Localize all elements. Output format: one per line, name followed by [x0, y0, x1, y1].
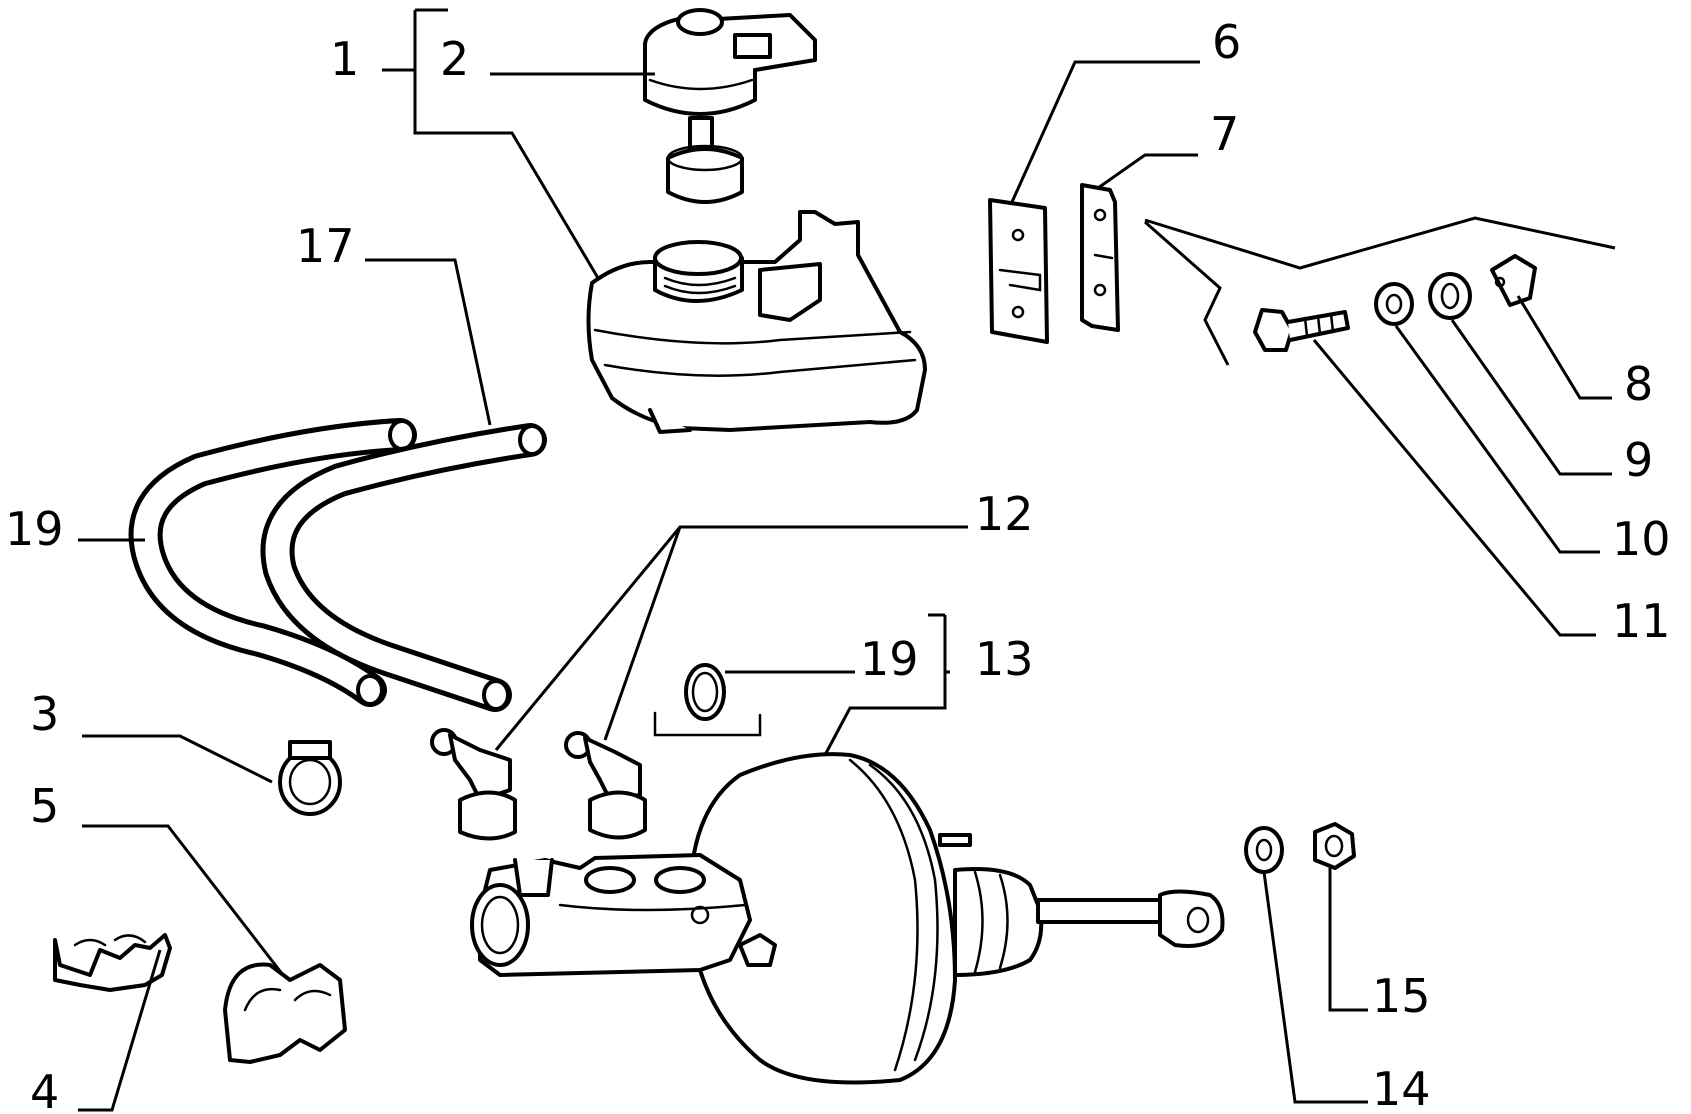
- callout-13: 13: [975, 632, 1034, 686]
- mounting-plate-7: [1080, 183, 1120, 332]
- pipe-clip-5: [223, 962, 347, 1064]
- washer-15: [1244, 826, 1284, 874]
- callout-12: 12: [975, 487, 1034, 541]
- callout-7: 7: [1210, 107, 1239, 161]
- master-cylinder: [470, 853, 777, 977]
- callout-labels: 1 2 6 7 17 8 9 10 11 19 12 19 13 3 5 4 1…: [5, 15, 1671, 1114]
- callout-6: 6: [1212, 15, 1241, 69]
- bolt-11: [1253, 308, 1350, 352]
- mounting-plate-6: [988, 198, 1049, 344]
- callout-2: 2: [440, 32, 469, 86]
- fitting-12-left: [430, 728, 517, 841]
- washer-9: [1428, 272, 1472, 320]
- washer-10: [1374, 282, 1414, 326]
- nut-14: [1313, 822, 1356, 870]
- hose-17: [260, 423, 547, 712]
- fitting-12-right: [564, 731, 647, 840]
- callout-11: 11: [1612, 594, 1671, 648]
- callout-5: 5: [30, 779, 59, 833]
- callout-14: 15: [1372, 969, 1431, 1023]
- brake-fluid-reservoir: [586, 210, 927, 434]
- callout-19: 19: [860, 632, 919, 686]
- callout-8: 8: [1624, 357, 1653, 411]
- hose-clamp-3: [278, 740, 342, 816]
- seal-ring-19: [653, 663, 762, 816]
- brake-booster: [688, 752, 1225, 1085]
- callout-17: 17: [296, 219, 355, 273]
- callout-18: 19: [5, 502, 64, 556]
- callout-4: 4: [30, 1065, 59, 1114]
- reservoir-cap-sensor: [643, 8, 817, 204]
- callout-10: 10: [1612, 512, 1671, 566]
- pipe-clip-4: [53, 933, 172, 992]
- clip-nut-8: [1490, 254, 1537, 307]
- callout-3: 3: [30, 687, 59, 741]
- callout-1: 1: [330, 32, 359, 86]
- callout-9: 9: [1624, 433, 1653, 487]
- leader-lines: [78, 8, 1616, 1112]
- hose-18: [128, 418, 417, 707]
- callout-15: 14: [1372, 1062, 1431, 1114]
